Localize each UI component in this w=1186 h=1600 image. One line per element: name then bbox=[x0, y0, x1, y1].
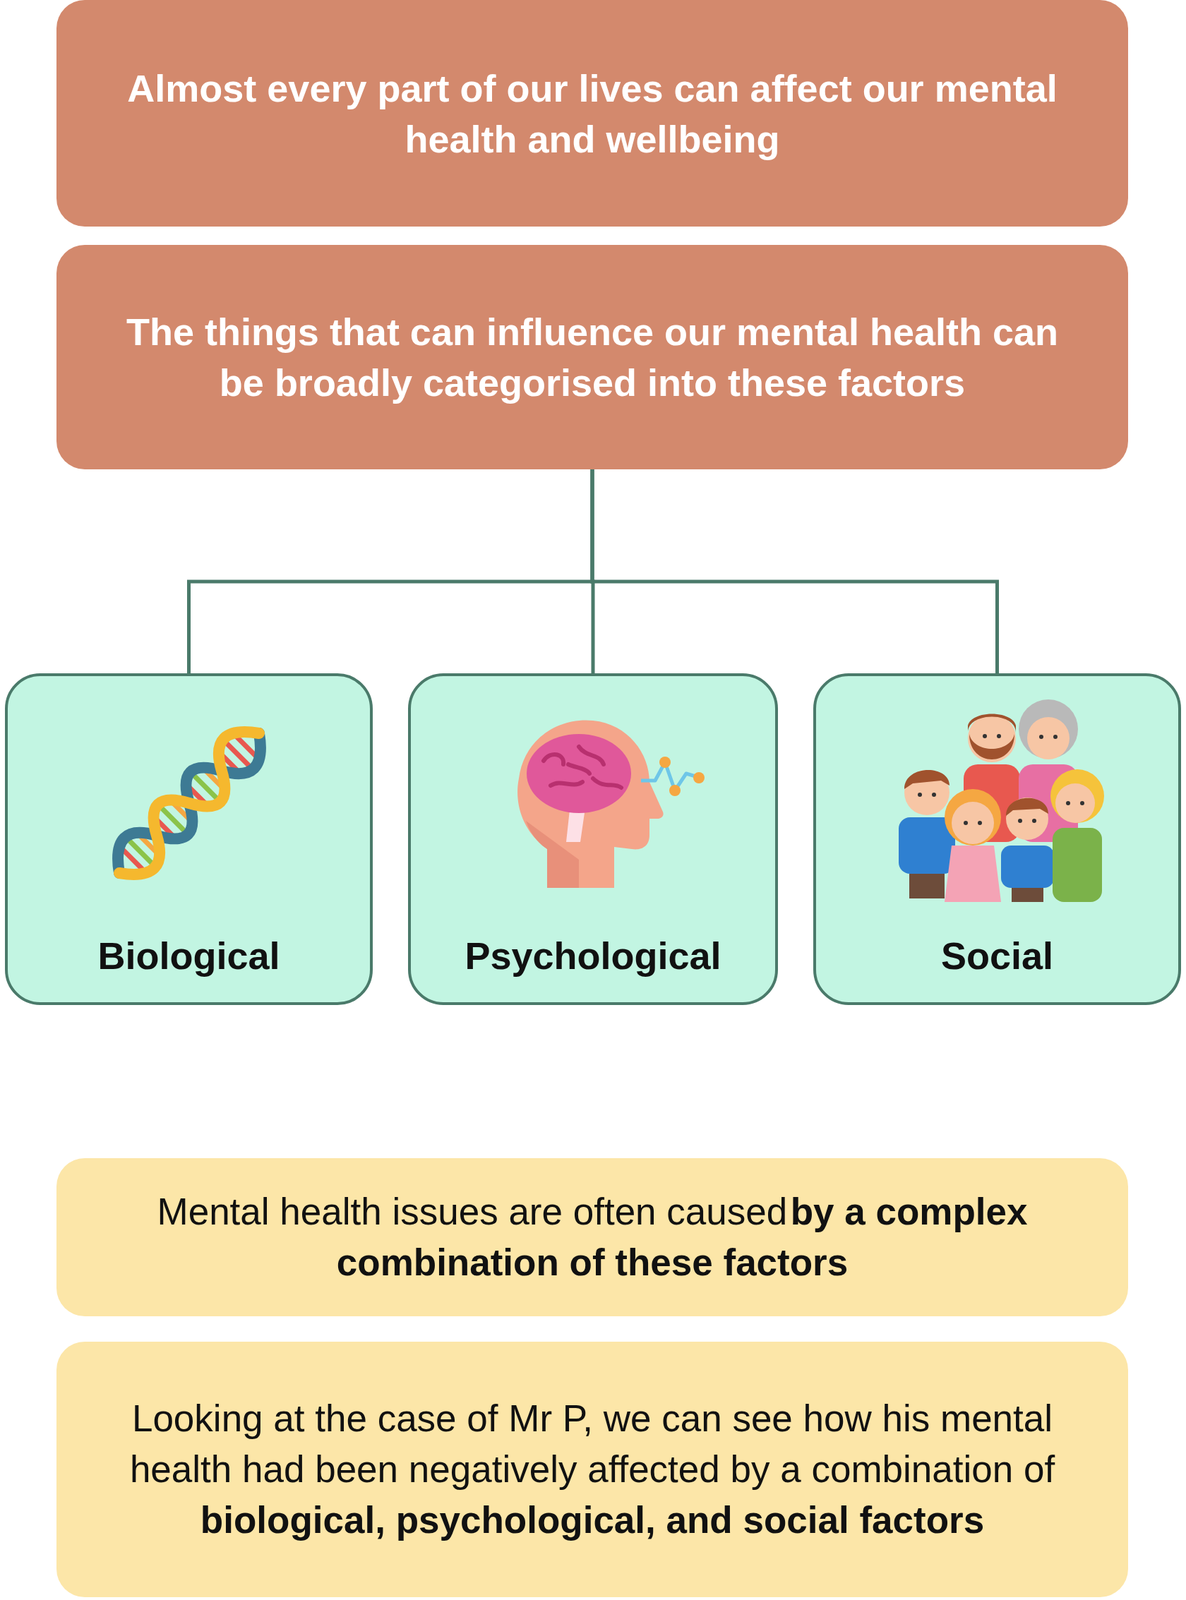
text-block: Looking at the case of Mr P, we can see … bbox=[91, 1393, 1093, 1547]
tree-connector bbox=[592, 469, 998, 674]
header-text: Almost every part of our lives can affec… bbox=[127, 67, 1057, 161]
note-box: Mental health issues are often caused by… bbox=[56, 1158, 1129, 1317]
head-brain-icon bbox=[480, 697, 706, 910]
dna-icon bbox=[83, 697, 296, 910]
header-text: The things that can influence our mental… bbox=[126, 310, 1059, 404]
header-box: The things that can influence our mental… bbox=[56, 244, 1129, 470]
note-box: Looking at the case of Mr P, we can see … bbox=[56, 1342, 1129, 1598]
text-block: The things that can influence our mental… bbox=[105, 306, 1079, 409]
factor-label: Psychological bbox=[464, 934, 721, 978]
family-icon bbox=[884, 697, 1111, 910]
text-block: Psychological bbox=[419, 933, 767, 979]
note-text: Mental health issues are often caused bbox=[157, 1190, 788, 1233]
factor-box: Biological bbox=[4, 673, 373, 1006]
note-text: Looking at the case of Mr P, we can see … bbox=[129, 1397, 1055, 1491]
note-emphasis: biological, psychological, and social fa… bbox=[200, 1499, 985, 1542]
text-block: Mental health issues are often caused by… bbox=[91, 1186, 1093, 1289]
tree-connector bbox=[189, 469, 593, 674]
text-block: Biological bbox=[16, 933, 362, 979]
text-block: Social bbox=[824, 933, 1170, 979]
factor-box: Social bbox=[813, 673, 1182, 1006]
header-box: Almost every part of our lives can affec… bbox=[56, 0, 1129, 227]
factor-label: Social bbox=[941, 934, 1054, 978]
factor-box: Psychological bbox=[408, 673, 778, 1006]
text-block: Almost every part of our lives can affec… bbox=[105, 62, 1079, 165]
factor-label: Biological bbox=[97, 934, 280, 978]
